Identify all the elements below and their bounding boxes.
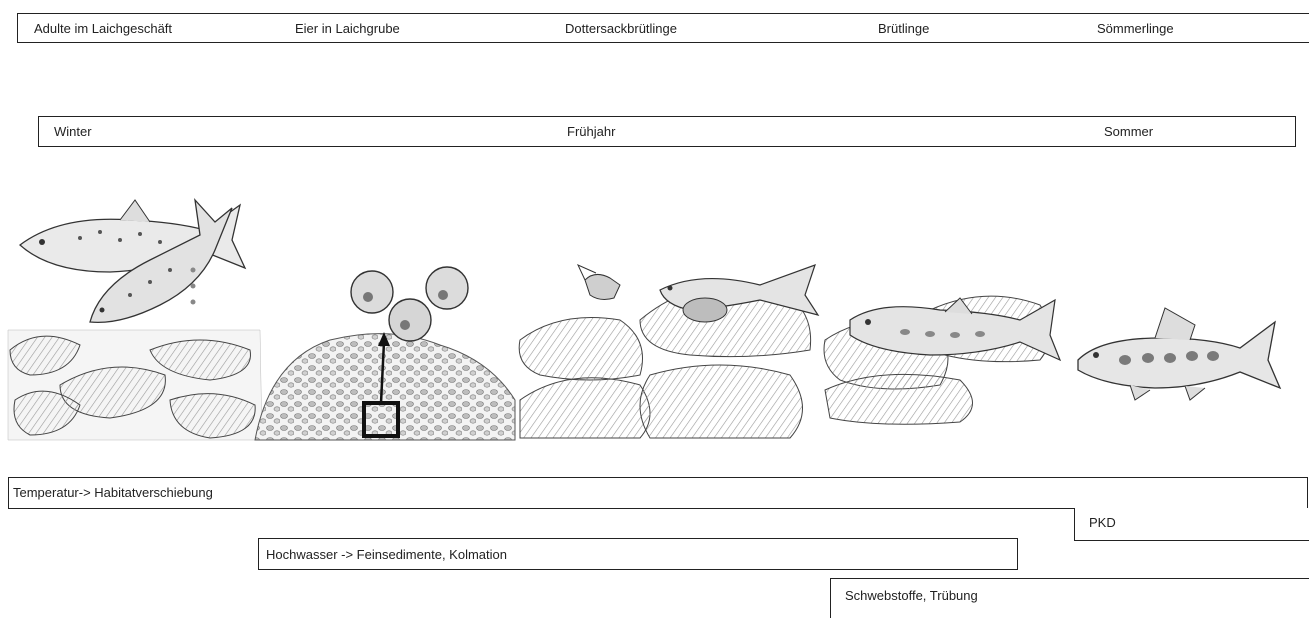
season-label-winter: Winter [54,125,92,139]
riverbed-stones-adults [8,330,262,440]
stressor-bar-temperature: Temperatur-> Habitatverschiebung [8,477,1308,509]
stressor-bar-flood: Hochwasser -> Feinsedimente, Kolmation [258,538,1018,570]
life-cycle-illustration [0,160,1309,450]
stage-label-fry: Brütlinge [878,22,929,36]
stage-label-summer-fry: Sömmerlinge [1097,22,1174,36]
season-label-summer: Sommer [1104,125,1153,139]
trout-eggs [351,267,468,341]
life-stage-bar: Adulte im Laichgeschäft Eier in Laichgru… [17,13,1309,43]
stressor-bar-pkd: PKD [1074,508,1309,541]
stressor-label-sediment: Schwebstoffe, Trübung [845,589,978,603]
stage-label-adults: Adulte im Laichgeschäft [34,22,172,36]
stage-label-eggs: Eier in Laichgrube [295,22,400,36]
stressor-bar-sediment: Schwebstoffe, Trübung [830,578,1309,618]
season-label-spring: Frühjahr [567,125,615,139]
stressor-label-flood: Hochwasser -> Feinsedimente, Kolmation [266,548,507,562]
riverbed-stones-yolk-sac [519,284,810,438]
stressor-label-temperature: Temperatur-> Habitatverschiebung [13,486,213,500]
stage-label-yolk-sac-fry: Dottersackbrütlinge [565,22,677,36]
season-bar: Winter Frühjahr Sommer [38,116,1296,147]
summer-fry [1078,308,1280,400]
stressor-label-pkd: PKD [1089,516,1116,530]
spawning-gravel [255,332,515,440]
